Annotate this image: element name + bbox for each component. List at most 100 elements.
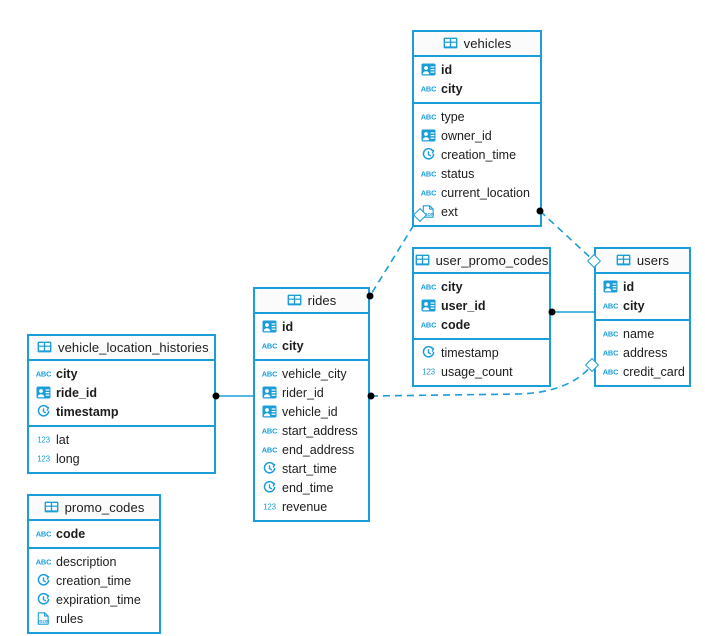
table-header-rides[interactable]: rides: [255, 289, 368, 314]
column-name: user_id: [441, 298, 486, 313]
svg-text:ABC: ABC: [421, 189, 436, 198]
column-name: creation_time: [441, 147, 517, 162]
pk-column-user_id[interactable]: user_id: [414, 296, 549, 315]
table-header-user_promo_codes[interactable]: user_promo_codes: [414, 249, 549, 274]
pk-column-id[interactable]: id: [596, 277, 689, 296]
pk-column-id[interactable]: id: [414, 60, 540, 79]
id-card-icon: [603, 280, 618, 293]
svg-text:123: 123: [422, 367, 435, 376]
svg-text:ABC: ABC: [421, 283, 436, 292]
table-title: rides: [307, 293, 337, 308]
table-title: vehicle_location_histories: [58, 340, 209, 355]
column-name: owner_id: [441, 128, 492, 143]
column-name: city: [441, 81, 463, 96]
column-end_address[interactable]: ABC end_address: [255, 440, 368, 459]
column-start_address[interactable]: ABC start_address: [255, 421, 368, 440]
table-title: user_promo_codes: [435, 253, 549, 268]
table-grid-icon: [37, 341, 52, 354]
column-name: end_address: [282, 442, 355, 457]
column-expiration_time[interactable]: expiration_time: [29, 590, 159, 609]
abc-icon: ABC: [421, 186, 436, 199]
svg-text:ABC: ABC: [603, 302, 618, 311]
abc-icon: ABC: [603, 346, 618, 359]
column-vehicle_id[interactable]: vehicle_id: [255, 402, 368, 421]
table-grid-icon: [415, 254, 430, 267]
json-document-icon: JSON: [36, 612, 51, 625]
abc-icon: ABC: [262, 367, 277, 380]
pk-column-city[interactable]: ABC city: [414, 79, 540, 98]
abc-icon: ABC: [421, 110, 436, 123]
abc-icon: ABC: [603, 299, 618, 312]
pk-column-ride_id[interactable]: ride_id: [29, 383, 214, 402]
column-creation_time[interactable]: creation_time: [414, 145, 540, 164]
column-creation_time[interactable]: creation_time: [29, 571, 159, 590]
id-card-icon: [262, 405, 277, 418]
123-icon: 123: [421, 365, 436, 378]
svg-text:123: 123: [263, 502, 276, 511]
table-header-users[interactable]: users: [596, 249, 689, 274]
svg-text:ABC: ABC: [262, 446, 277, 455]
column-start_time[interactable]: start_time: [255, 459, 368, 478]
column-rider_id[interactable]: rider_id: [255, 383, 368, 402]
svg-text:ABC: ABC: [262, 370, 277, 379]
clock-icon: [262, 462, 277, 475]
column-name: lat: [56, 432, 70, 447]
column-owner_id[interactable]: owner_id: [414, 126, 540, 145]
abc-icon: ABC: [421, 167, 436, 180]
table-header-vehicles[interactable]: vehicles: [414, 32, 540, 57]
clock-icon: [421, 346, 436, 359]
column-timestamp[interactable]: timestamp: [414, 343, 549, 362]
column-name: city: [56, 366, 78, 381]
column-lat[interactable]: 123 lat: [29, 430, 214, 449]
column-name: vehicle_id: [282, 404, 338, 419]
svg-text:ABC: ABC: [603, 368, 618, 377]
pk-column-id[interactable]: id: [255, 317, 368, 336]
id-card-icon: [421, 63, 436, 76]
relationship-endpoint-dot-vlh-rides-from: [212, 392, 220, 400]
table-header-vehicle_location_histories[interactable]: vehicle_location_histories: [29, 336, 214, 361]
column-name: code: [56, 526, 86, 541]
abc-icon: ABC: [421, 82, 436, 95]
column-vehicle_city[interactable]: ABC vehicle_city: [255, 364, 368, 383]
column-end_time[interactable]: end_time: [255, 478, 368, 497]
column-name: name: [623, 326, 655, 341]
column-name: start_address: [282, 423, 358, 438]
table-header-promo_codes[interactable]: promo_codes: [29, 496, 159, 521]
svg-text:123: 123: [37, 435, 50, 444]
svg-text:ABC: ABC: [262, 427, 277, 436]
pk-column-timestamp[interactable]: timestamp: [29, 402, 214, 421]
column-name: vehicle_city: [282, 366, 347, 381]
column-name: timestamp: [56, 404, 119, 419]
